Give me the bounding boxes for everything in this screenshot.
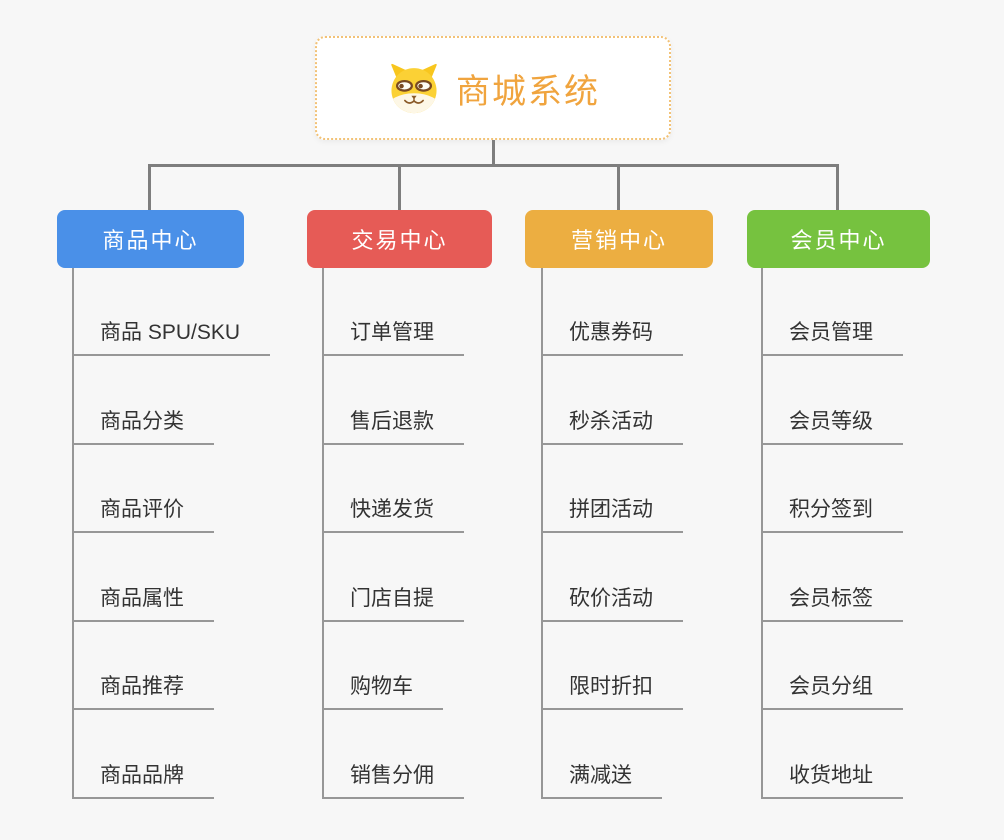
leaf-topic[interactable]: 收货地址 (761, 759, 903, 799)
leaf-topic[interactable]: 拼团活动 (541, 493, 683, 533)
branch-trunk-member (761, 268, 763, 799)
leaf-topic[interactable]: 会员标签 (761, 582, 903, 622)
leaf-topic[interactable]: 满减送 (541, 759, 662, 799)
leaf-topic[interactable]: 商品品牌 (72, 759, 214, 799)
leaf-topic[interactable]: 积分签到 (761, 493, 903, 533)
leaf-topic[interactable]: 购物车 (322, 670, 443, 710)
leaf-topic[interactable]: 会员管理 (761, 316, 903, 356)
leaf-topic[interactable]: 销售分佣 (322, 759, 464, 799)
root-topic-title: 商城系统 (456, 72, 600, 111)
connector-horizontal-rail (148, 164, 839, 167)
branch-trunk-trade (322, 268, 324, 799)
branch-node-product[interactable]: 商品中心 (57, 210, 244, 268)
connector-drop-marketing (617, 164, 620, 210)
leaf-topic[interactable]: 优惠券码 (541, 316, 683, 356)
branch-trunk-product (72, 268, 74, 799)
leaf-topic[interactable]: 砍价活动 (541, 582, 683, 622)
doge-icon (386, 62, 442, 114)
leaf-topic[interactable]: 会员等级 (761, 405, 903, 445)
connector-drop-trade (398, 164, 401, 210)
leaf-topic[interactable]: 商品分类 (72, 405, 214, 445)
leaf-topic[interactable]: 订单管理 (322, 316, 464, 356)
branch-node-member[interactable]: 会员中心 (747, 210, 930, 268)
branch-node-trade[interactable]: 交易中心 (307, 210, 492, 268)
leaf-topic[interactable]: 秒杀活动 (541, 405, 683, 445)
connector-root-stem (492, 140, 495, 167)
leaf-topic[interactable]: 会员分组 (761, 670, 903, 710)
leaf-topic[interactable]: 快递发货 (322, 493, 464, 533)
leaf-topic[interactable]: 商品推荐 (72, 670, 214, 710)
connector-drop-product (148, 164, 151, 210)
leaf-topic[interactable]: 商品评价 (72, 493, 214, 533)
leaf-topic[interactable]: 限时折扣 (541, 670, 683, 710)
leaf-topic[interactable]: 商品 SPU/SKU (72, 316, 271, 356)
leaf-topic[interactable]: 门店自提 (322, 582, 464, 622)
branch-trunk-marketing (541, 268, 543, 799)
leaf-topic[interactable]: 售后退款 (322, 405, 464, 445)
root-topic-node[interactable]: 商城系统 (315, 36, 671, 140)
leaf-topic[interactable]: 商品属性 (72, 582, 214, 622)
connector-drop-member (836, 164, 839, 210)
branch-node-marketing[interactable]: 营销中心 (525, 210, 713, 268)
